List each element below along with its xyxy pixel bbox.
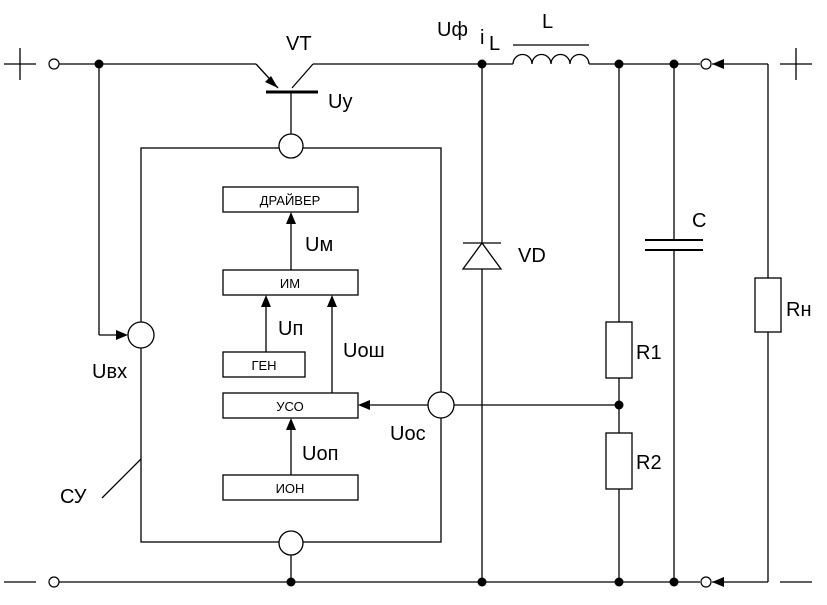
l-label: L <box>542 11 553 33</box>
bottom-rail <box>59 332 769 583</box>
top-rail <box>59 63 769 278</box>
uvx-label: Uвх <box>92 361 127 383</box>
inductor-l <box>512 44 590 65</box>
polarity-marks <box>4 48 812 583</box>
ion-block <box>222 474 359 501</box>
uop-label: Uоп <box>302 443 338 465</box>
c-label: C <box>692 210 706 232</box>
diode-vd <box>461 64 503 582</box>
output-minus-arrow <box>712 577 724 587</box>
control-top-port <box>278 133 304 159</box>
junction-nodes <box>94 59 679 587</box>
su-label: СУ <box>60 486 87 508</box>
uosh-arrow <box>327 295 337 307</box>
block-gen: ГЕН <box>222 351 306 378</box>
gen-block <box>222 351 306 378</box>
uop-arrow <box>286 418 296 430</box>
il-l-label: L <box>489 33 500 55</box>
driver-block <box>222 186 359 213</box>
block-driver: ДРАЙВЕР <box>222 186 359 213</box>
resistor-r2 <box>605 432 633 490</box>
gen-label: ГЕН <box>251 358 276 373</box>
input-minus-terminal <box>48 576 60 588</box>
um-arrow <box>286 212 296 224</box>
r1-label: R1 <box>636 342 662 364</box>
block-im: ИМ <box>222 269 359 296</box>
uso-label: УСО <box>276 399 303 414</box>
resistor-r1 <box>605 321 633 379</box>
node-cap-ground <box>669 577 679 587</box>
vd-label: VD <box>518 245 546 267</box>
block-uso: УСО <box>222 392 359 419</box>
ion-label: ИОН <box>276 481 305 496</box>
uy-label: Uу <box>328 91 352 113</box>
load-resistor <box>754 277 782 333</box>
il-i-label: i <box>480 27 484 49</box>
inductor-coil <box>512 53 590 65</box>
up-arrow <box>261 295 271 307</box>
node-cap-top <box>669 59 679 69</box>
im-block <box>222 269 359 296</box>
capacitor-c <box>645 64 703 582</box>
up-label: Uп <box>278 318 303 340</box>
voltage-divider <box>605 64 633 582</box>
uf-label: Uф <box>437 19 468 41</box>
uvx-port <box>127 321 155 349</box>
rn-label: Rн <box>786 299 812 321</box>
node-input <box>94 59 104 69</box>
uos-label: Uос <box>390 423 426 445</box>
output-plus-arrow <box>712 59 724 69</box>
diode-triangle <box>461 241 503 270</box>
transistor-vt <box>255 63 318 134</box>
signal-arrows <box>261 212 337 475</box>
su-pointer-line <box>101 458 142 499</box>
uosh-label: Uош <box>343 340 385 362</box>
um-label: Uм <box>305 234 333 256</box>
feedback-arrow <box>358 400 370 410</box>
driver-label: ДРАЙВЕР <box>260 193 321 208</box>
control-bottom-port <box>278 530 304 556</box>
node-diode-ground <box>477 577 487 587</box>
im-label: ИМ <box>280 276 300 291</box>
uso-block <box>222 392 359 419</box>
node-switch <box>477 59 487 69</box>
output-minus-terminal <box>700 576 712 588</box>
input-plus-terminal <box>48 58 60 70</box>
node-r1-top <box>614 59 624 69</box>
uos-port <box>427 391 455 419</box>
terminals <box>48 58 724 588</box>
vt-label: VT <box>286 33 312 55</box>
node-divider <box>614 400 624 410</box>
r2-label: R2 <box>636 452 662 474</box>
labels: VT Uу Uф i L L C VD Rн R1 R2 Uм Uп Uош U… <box>60 11 812 508</box>
node-control-ground <box>286 577 296 587</box>
vt-emitter-arrow <box>265 76 278 88</box>
output-plus-terminal <box>700 58 712 70</box>
uvx-arrow <box>116 330 128 340</box>
vt-collector <box>291 63 314 89</box>
control-system <box>98 64 619 582</box>
block-ion: ИОН <box>222 474 359 501</box>
node-r2-ground <box>614 577 624 587</box>
